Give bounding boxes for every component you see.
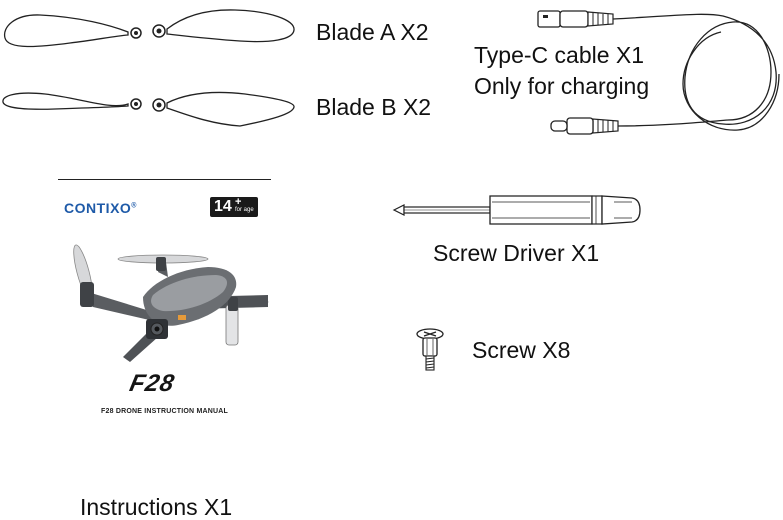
drone-icon — [73, 244, 269, 362]
instruction-manual: CONTIXO® 14 + for age F28 F28 DRONE INST… — [58, 179, 271, 438]
propeller-blade-b-icon — [2, 91, 295, 127]
manual-model-title: F28 — [127, 370, 178, 397]
age-rating-badge: 14 + for age — [210, 196, 258, 217]
screw-label: Screw X8 — [472, 337, 571, 363]
usb-type-c-cable-icon — [537, 10, 780, 135]
manual-subtitle: F28 DRONE INSTRUCTION MANUAL — [101, 408, 228, 415]
brand-registered: ® — [131, 202, 137, 210]
age-note: for age — [235, 207, 254, 213]
manual-divider — [58, 179, 271, 180]
age-plus: + — [235, 196, 242, 208]
cable-label-line2: Only for charging — [474, 73, 650, 99]
instructions-label: Instructions X1 — [80, 494, 233, 520]
blade-b-label: Blade B X2 — [316, 94, 432, 120]
screw-icon — [416, 328, 444, 371]
age-number: 14 — [214, 198, 232, 215]
screwdriver-label: Screw Driver X1 — [433, 240, 600, 266]
brand-name: ONTIXO — [74, 200, 132, 216]
cable-label-line1: Type-C cable X1 — [474, 42, 645, 68]
propeller-blade-a-icon — [3, 9, 295, 48]
blade-a-label: Blade A X2 — [316, 19, 429, 45]
screwdriver-icon — [392, 195, 641, 225]
brand-mark: C — [64, 200, 75, 216]
manual-brand-logo: CONTIXO® — [64, 200, 137, 216]
